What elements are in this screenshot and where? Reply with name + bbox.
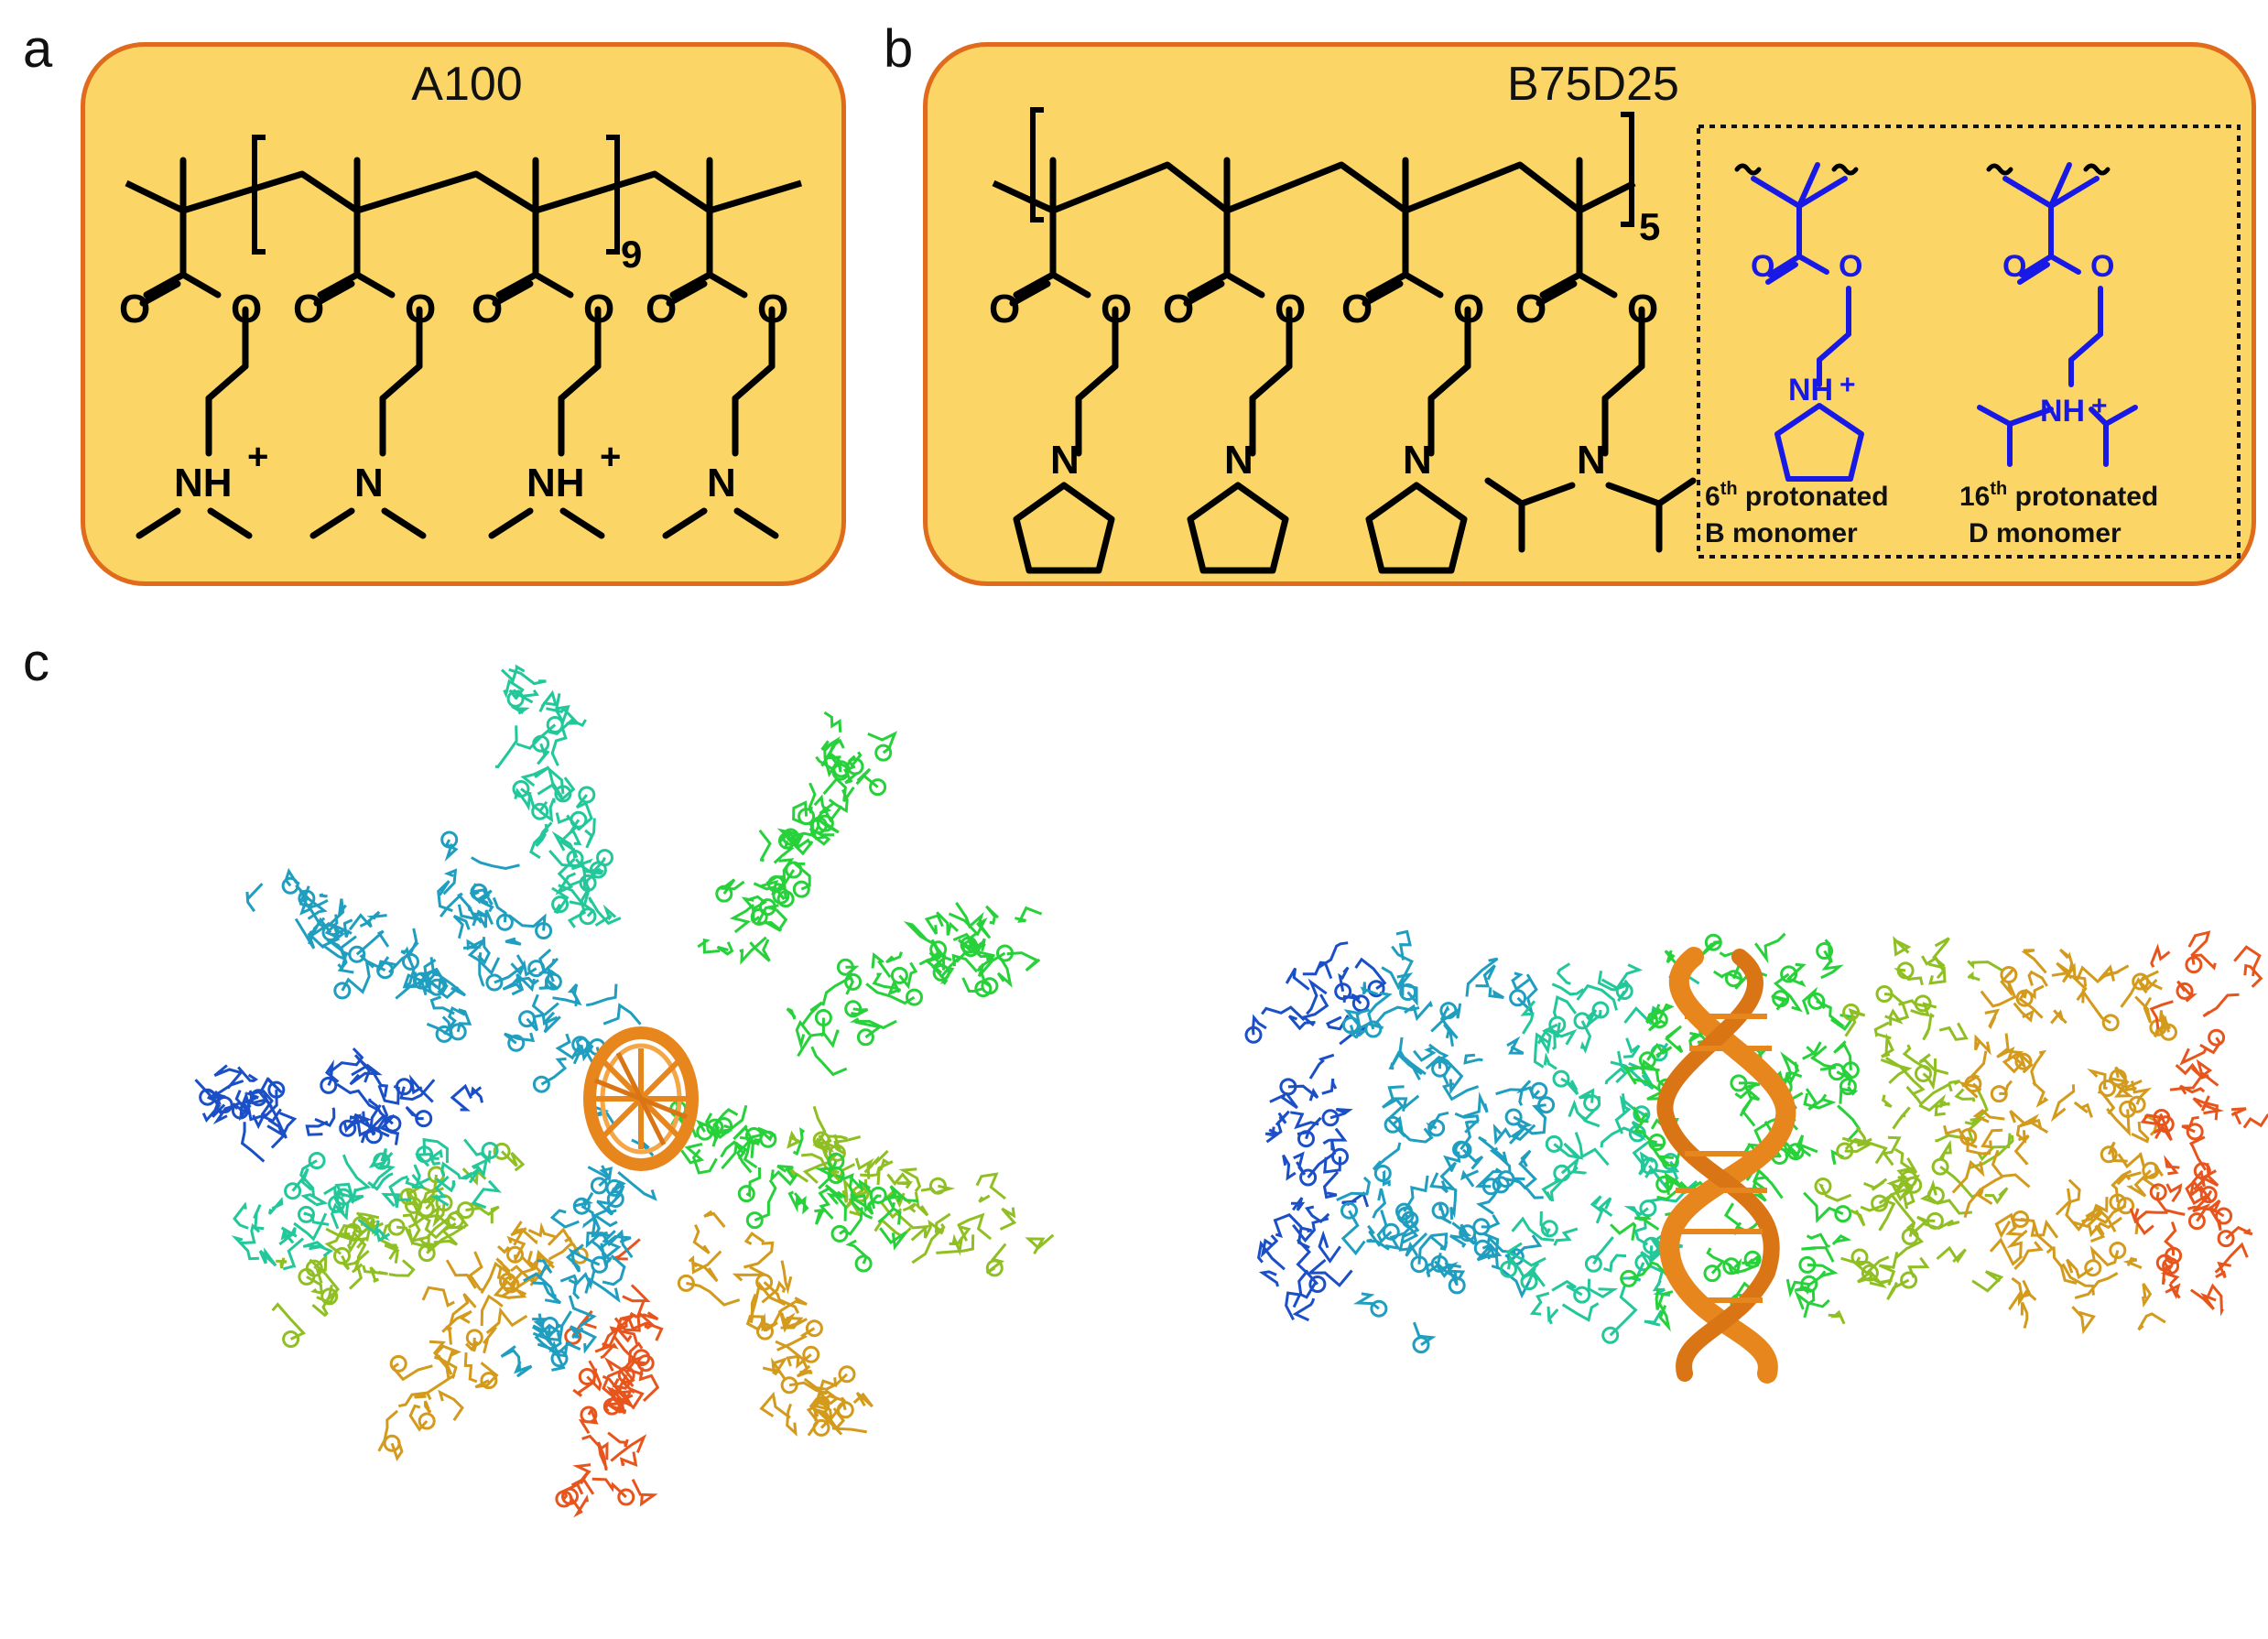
b-o-3a: O: [1341, 287, 1373, 331]
polymer-cluster-top-12: [500, 1106, 657, 1378]
polymer-cluster-top-8: [555, 1238, 664, 1518]
polymer-cluster-top-1: [194, 1047, 483, 1163]
a-n-4: N: [707, 461, 736, 505]
panel-letter-b: b: [884, 19, 914, 79]
polymer-cluster-side-7: [1500, 962, 1618, 1325]
polymer-cluster-top-7: [677, 1210, 874, 1437]
polymer-cluster-top-5: [786, 902, 1043, 1077]
polymer-cluster-side-20: [2098, 964, 2177, 1331]
polymer-cluster-side-9: [1597, 966, 1700, 1327]
a-o-3a: O: [472, 287, 503, 331]
a-plus-3: +: [600, 437, 621, 477]
polymer-cluster-top-3: [494, 664, 622, 928]
inset-d-label-1: 16th protonated: [1959, 479, 2158, 512]
polymer-cluster-side-2: [1285, 957, 1387, 1322]
a-o-1b: O: [231, 287, 262, 331]
polymer-cluster-side-19: [2050, 962, 2142, 1335]
a-o-2b: O: [405, 287, 436, 331]
polymer-cluster-top-11: [231, 1137, 502, 1271]
polymer-cluster-top-6: [787, 1105, 1055, 1277]
dna-top-view: [583, 1026, 699, 1171]
a-n-2: N: [354, 461, 384, 505]
polymer-cluster-side-8: [1545, 963, 1666, 1344]
inset-b-label-1: 6th protonated: [1705, 479, 1889, 512]
panel-c-top-view: [194, 664, 1055, 1518]
inset-b-o1: O: [1751, 249, 1774, 284]
polymer-cluster-side-1: [1244, 941, 1349, 1320]
polymer-cluster-top-2: [245, 867, 485, 1043]
panel-b-box: [923, 42, 2256, 586]
a-o-3b: O: [583, 287, 614, 331]
polymer-cluster-side-16: [1905, 937, 2014, 1293]
a-o-1a: O: [119, 287, 150, 331]
inset-b-plus: +: [1839, 370, 1856, 400]
polymer-cluster-side-3: [1336, 929, 1420, 1318]
polymer-cluster-side-17: [1943, 966, 2044, 1298]
a-nh-1: NH: [174, 461, 233, 505]
panel-a-structure: 9 O O O O O O O O NH +: [119, 135, 803, 536]
inset-d-o2: O: [2090, 249, 2114, 284]
b-n-4: N: [1577, 438, 1606, 483]
polymer-cluster-side-6: [1472, 964, 1556, 1299]
b-backbone: [992, 161, 1636, 214]
inset-d-o1: O: [2002, 249, 2026, 284]
b-o-4a: O: [1515, 287, 1546, 331]
b-open-bracket: [1030, 107, 1044, 223]
inset-d-monomer: [1977, 162, 2138, 467]
inset-b-label-2: B monomer: [1705, 518, 1858, 548]
b-o-2a: O: [1163, 287, 1194, 331]
b-o-3b: O: [1453, 287, 1484, 331]
a-close-bracket: [606, 135, 620, 255]
a-o-2a: O: [293, 287, 324, 331]
b-close-bracket: [1621, 112, 1634, 227]
inset-b-nh: NH: [1788, 373, 1833, 407]
inset-b-o2: O: [1839, 249, 1862, 284]
panel-b-title: B75D25: [1507, 58, 1679, 111]
b-o-1a: O: [989, 287, 1020, 331]
polymer-cluster-side-22: [2169, 945, 2268, 1317]
panel-a-box: [81, 42, 846, 586]
b-inset-box: [1697, 125, 2241, 559]
polymer-cluster-top-13: [437, 830, 642, 1093]
polymer-cluster-side-10: [1610, 950, 1699, 1332]
b-o-2b: O: [1275, 287, 1306, 331]
panel-letter-c: c: [23, 633, 49, 692]
panel-b-structure: 5 O O O O O O O O N N N N: [989, 107, 2241, 570]
panel-a-title: A100: [411, 58, 523, 111]
polymer-cluster-side-21: [2129, 930, 2219, 1310]
inset-b-monomer: [1734, 162, 1859, 387]
b-n-2: N: [1224, 438, 1253, 483]
polymer-cluster-side-18: [2005, 948, 2095, 1329]
b-n-1: N: [1050, 438, 1080, 483]
b-n-3: N: [1403, 438, 1432, 483]
inset-d-label-2: D monomer: [1969, 518, 2122, 548]
a-nh-3: NH: [526, 461, 585, 505]
a-open-bracket: [252, 135, 266, 255]
a-o-4b: O: [757, 287, 788, 331]
panel-letter-a: a: [23, 19, 53, 79]
dna-side-view: [1656, 947, 1796, 1384]
inset-d-plus: +: [2091, 391, 2108, 421]
b-o-1b: O: [1101, 287, 1132, 331]
polymer-cluster-side-15: [1875, 936, 1947, 1300]
a-backbone: [125, 170, 803, 214]
polymer-cluster-side-14: [1814, 1003, 1918, 1325]
polymer-cluster-top-14: [669, 1097, 918, 1273]
b-o-4b: O: [1627, 287, 1658, 331]
a-plus-1: +: [247, 437, 268, 477]
inset-d-nh: NH: [2040, 394, 2085, 429]
a-repeat-subscript: 9: [621, 233, 642, 276]
polymer-cluster-top-9: [377, 1221, 589, 1462]
a-o-4a: O: [646, 287, 677, 331]
polymer-cluster-top-10: [271, 1142, 526, 1348]
polymer-cluster-top-4: [697, 711, 897, 965]
b-repeat-subscript: 5: [1639, 205, 1660, 248]
